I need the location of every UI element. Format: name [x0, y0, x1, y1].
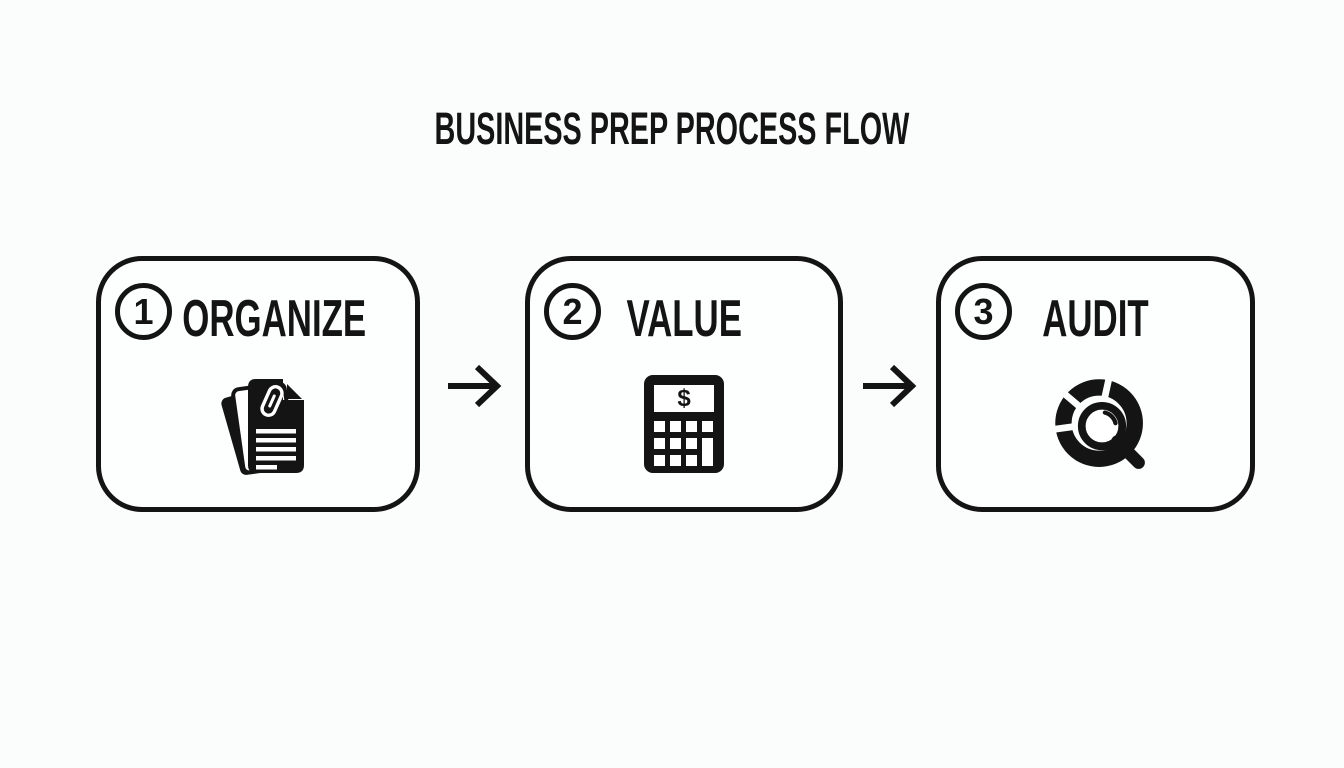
step-label-organize: ORGANIZE — [182, 290, 366, 348]
step-number-badge: 3 — [955, 283, 1012, 340]
step-number: 3 — [973, 290, 994, 332]
calculator-display: $ — [677, 385, 691, 412]
step-label-audit: AUDIT — [1042, 290, 1149, 348]
step-box-organize: 1 ORGANIZE — [96, 256, 420, 512]
step-number: 2 — [562, 290, 583, 332]
step-number: 1 — [133, 290, 154, 332]
stacked-documents-paperclip-icon — [214, 373, 314, 492]
step-label-value: VALUE — [626, 290, 742, 348]
right-arrow-icon — [448, 364, 502, 408]
right-arrow-icon — [863, 364, 917, 408]
pie-chart-magnifier-icon — [1049, 373, 1155, 486]
calculator-icon: $ — [642, 373, 726, 480]
step-box-audit: 3 AUDIT — [936, 256, 1255, 512]
step-box-value: 2 VALUE $ — [525, 256, 843, 512]
step-number-badge: 1 — [115, 283, 172, 340]
diagram-title-text: BUSINESS PREP PROCESS FLOW — [434, 103, 910, 154]
diagram-title: BUSINESS PREP PROCESS FLOW — [0, 106, 1344, 162]
step-number-badge: 2 — [544, 283, 601, 340]
